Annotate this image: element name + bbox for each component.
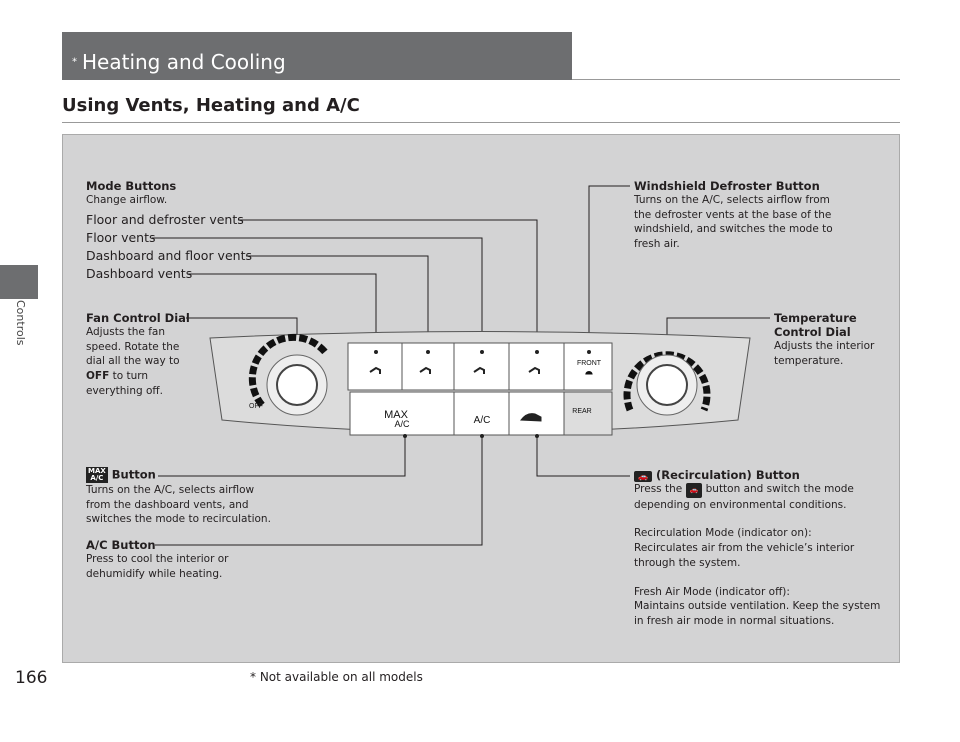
temp-title: Temperature xyxy=(774,311,857,325)
recirculation-callout: 🚗 (Recirculation) Button Press the 🚗 but… xyxy=(634,468,880,629)
mode-buttons-title: Mode Buttons xyxy=(86,179,177,193)
svg-text:FRONT: FRONT xyxy=(577,360,602,367)
dash-vents-label: Dashboard vents xyxy=(86,266,193,281)
page-number: 166 xyxy=(15,668,48,688)
fan-dial-callout: Fan Control Dial Adjusts the fan speed. … xyxy=(86,311,190,399)
temp-desc: temperature. xyxy=(774,354,844,367)
fan-title: Fan Control Dial xyxy=(86,311,190,325)
section-title: Heating and Cooling xyxy=(82,50,286,74)
defroster-callout: Windshield Defroster Button Turns on the… xyxy=(634,179,833,252)
recirc-desc: through the system. xyxy=(634,556,741,569)
max-desc: Turns on the A/C, selects airflow xyxy=(86,484,255,496)
svg-text:MAX: MAX xyxy=(384,409,409,421)
sidebar-tab xyxy=(0,265,38,299)
max-desc: switches the mode to recirculation. xyxy=(86,513,271,526)
max-title: Button xyxy=(111,467,156,482)
recirculation-icon: 🚗 xyxy=(634,471,652,482)
floor-vents-label: Floor vents xyxy=(86,230,156,245)
svg-text:REAR: REAR xyxy=(572,408,591,415)
fan-desc: speed. Rotate the xyxy=(86,340,180,353)
fan-dial xyxy=(248,333,328,416)
fan-desc: dial all the way to xyxy=(86,355,180,368)
ac-desc: dehumidify while heating. xyxy=(86,567,223,580)
defroster-desc: windshield, and switches the mode to xyxy=(634,223,833,236)
floor-defroster-label: Floor and defroster vents xyxy=(86,212,244,227)
fan-desc: everything off. xyxy=(86,384,164,397)
asterisk: * xyxy=(72,56,77,68)
defroster-desc: fresh air. xyxy=(634,238,680,251)
recirc-desc: in fresh air mode in normal situations. xyxy=(634,614,835,627)
temp-desc: Adjusts the interior xyxy=(774,340,875,352)
recirc-desc: Recirculation Mode (indicator on): xyxy=(634,527,812,540)
recirc-desc: Maintains outside ventilation. Keep the … xyxy=(634,600,881,613)
fan-desc: to turn xyxy=(109,370,149,383)
recirc-title: (Recirculation) Button xyxy=(655,468,800,482)
footnote: * Not available on all models xyxy=(250,670,423,684)
page-subtitle: Using Vents, Heating and A/C xyxy=(62,95,360,116)
defroster-desc: Turns on the A/C, selects airflow from xyxy=(634,194,830,206)
ac-callout: A/C Button Press to cool the interior or… xyxy=(86,538,229,581)
temperature-callout: Temperature Control Dial Adjusts the int… xyxy=(774,311,874,368)
recirc-desc: depending on environmental conditions. xyxy=(634,498,847,511)
recirc-desc: Fresh Air Mode (indicator off): xyxy=(634,585,790,598)
max-desc: from the dashboard vents, and xyxy=(86,498,249,511)
defroster-title: Windshield Defroster Button xyxy=(634,179,820,193)
temp-title: Control Dial xyxy=(774,325,851,339)
divider xyxy=(572,79,900,80)
svg-text:A/C: A/C xyxy=(474,415,491,426)
svg-text:⯊: ⯊ xyxy=(585,370,593,381)
divider xyxy=(62,122,900,123)
recirculation-icon: 🚗 xyxy=(685,483,703,498)
defroster-desc: the defroster vents at the base of the xyxy=(634,208,832,221)
dash-floor-label: Dashboard and floor vents xyxy=(86,248,252,263)
ac-desc: Press to cool the interior or xyxy=(86,553,229,565)
recirc-desc: button and switch the mode xyxy=(705,483,854,495)
off-bold: OFF xyxy=(86,370,110,383)
svg-text:A/C: A/C xyxy=(394,419,410,429)
sidebar-section-label: Controls xyxy=(14,300,27,346)
temperature-dial xyxy=(623,351,711,416)
mode-buttons-desc: Change airflow. xyxy=(86,194,168,206)
svg-text:OFF: OFF xyxy=(249,403,263,410)
section-header: Heating and Cooling * xyxy=(62,32,572,80)
recirc-desc: Recirculates air from the vehicle’s inte… xyxy=(634,542,855,555)
recirc-desc: Press the xyxy=(634,483,683,495)
ac-title: A/C Button xyxy=(86,538,156,552)
fan-desc: Adjusts the fan xyxy=(86,326,165,338)
